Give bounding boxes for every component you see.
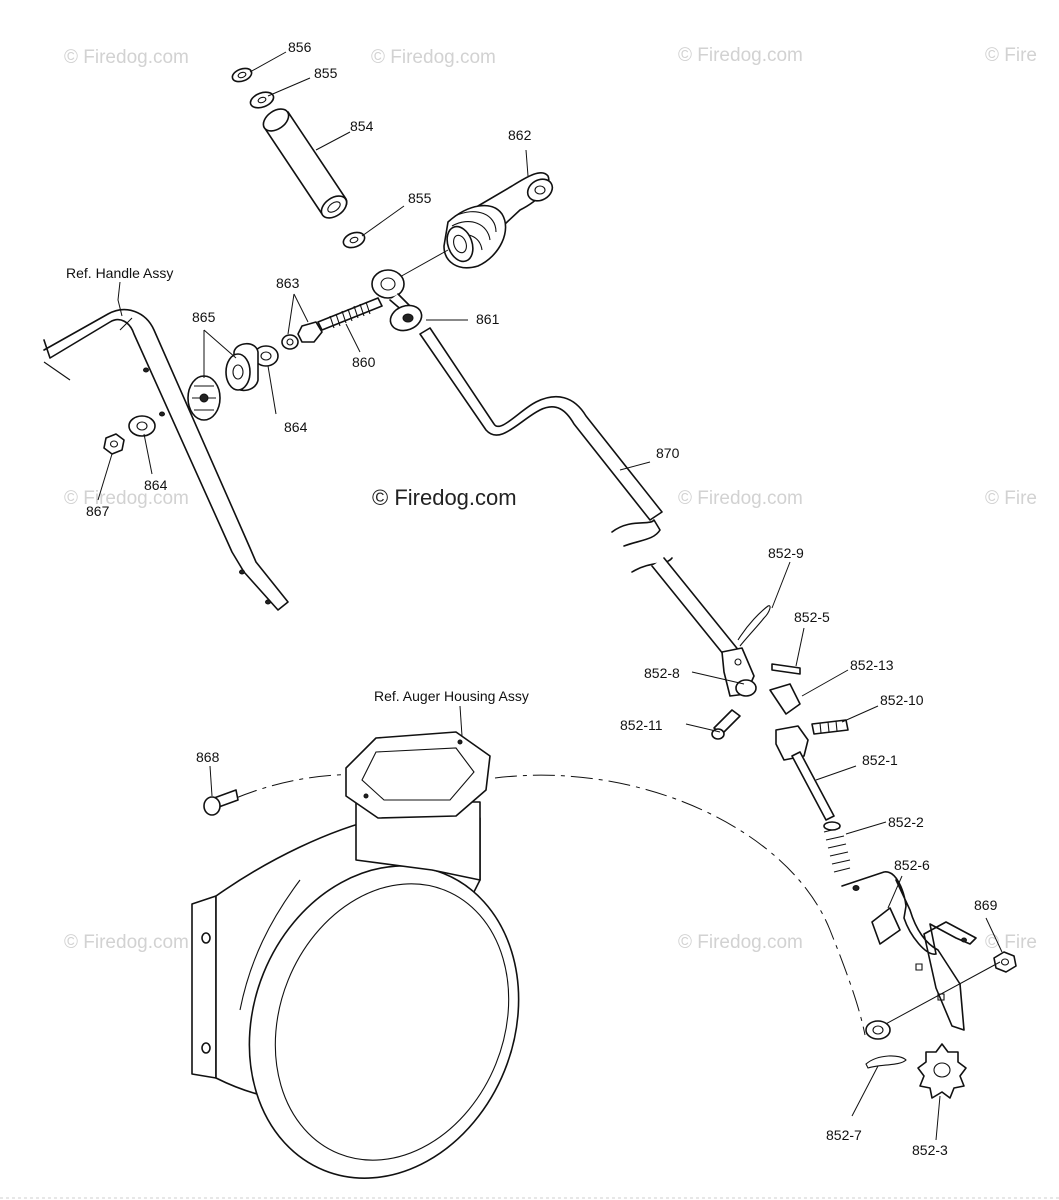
part-852-10-pin	[811, 719, 849, 735]
label-852-7: 852-7	[826, 1127, 862, 1143]
axis-line	[397, 249, 449, 279]
label-864-lower: 864	[144, 477, 168, 493]
label-852-10: 852-10	[880, 692, 924, 708]
label-864-upper: 864	[284, 419, 308, 435]
label-852-9: 852-9	[768, 545, 804, 561]
washer-lower-right	[865, 1020, 891, 1040]
watermark-tile: © Fire	[985, 488, 1037, 509]
watermark-tile: © Firedog.com	[371, 47, 496, 68]
part-852-2-spring	[823, 821, 851, 873]
label-855-top: 855	[314, 65, 338, 81]
handle-assembly	[43, 308, 289, 611]
part-852-13-clip	[769, 683, 801, 715]
watermark-tile: © Firedog.com	[678, 45, 803, 66]
label-855-mid: 855	[408, 190, 432, 206]
axis-line-lower	[881, 961, 1001, 1027]
watermark-tile: © Fire	[985, 45, 1037, 66]
part-852-6-bracket	[841, 871, 977, 1031]
watermark-tile: © Firedog.com	[678, 488, 803, 509]
part-labels: 856 855 854 862 855 Ref. Handle Assy 863…	[66, 39, 998, 1158]
label-852-6: 852-6	[894, 857, 930, 873]
part-864-washer-lower	[128, 415, 156, 437]
watermark-tile: © Firedog.com	[64, 932, 189, 953]
auger-housing	[191, 731, 520, 1179]
label-868: 868	[196, 749, 220, 765]
part-852-9-hairpin	[737, 605, 771, 647]
label-852-3: 852-3	[912, 1142, 948, 1158]
part-869-nut	[993, 951, 1017, 973]
part-856-nut	[231, 67, 253, 83]
part-852-3-star-knob	[917, 1043, 967, 1099]
part-861-bushing	[389, 304, 423, 332]
part-862-rod-end	[443, 171, 554, 269]
label-852-1: 852-1	[862, 752, 898, 768]
part-852-7-hairpin	[865, 1055, 907, 1069]
label-870: 870	[656, 445, 680, 461]
part-865-pivot-lower	[187, 375, 221, 421]
part-855-washer-mid	[342, 231, 366, 249]
label-862: 862	[508, 127, 532, 143]
part-852-8-clevis	[721, 647, 757, 697]
label-867: 867	[86, 503, 110, 519]
label-852-8: 852-8	[644, 665, 680, 681]
watermark-tile: © Firedog.com	[678, 932, 803, 953]
watermark-tile: © Firedog.com	[64, 488, 189, 509]
label-854: 854	[350, 118, 374, 134]
part-867-nut	[103, 433, 125, 455]
label-852-13: 852-13	[850, 657, 894, 673]
part-863-nuts	[281, 321, 323, 350]
label-856: 856	[288, 39, 312, 55]
label-861: 861	[476, 311, 500, 327]
label-ref-auger-housing-assy: Ref. Auger Housing Assy	[374, 688, 529, 704]
part-868-bolt	[203, 789, 239, 816]
part-852-5-cotter-pin	[771, 663, 801, 675]
label-863: 863	[276, 275, 300, 291]
part-854-spacer-tube	[262, 108, 348, 219]
leader-lines	[97, 51, 1003, 1141]
watermark-main: © Firedog.com	[372, 485, 517, 510]
part-870-control-rod	[419, 327, 741, 661]
label-852-2: 852-2	[888, 814, 924, 830]
watermark-tile: © Firedog.com	[64, 47, 189, 68]
part-852-11-bolt	[711, 709, 741, 740]
watermark-tile: © Fire	[985, 932, 1037, 953]
label-ref-handle-assy: Ref. Handle Assy	[66, 265, 173, 281]
part-855-washer-top	[249, 91, 275, 109]
label-852-11: 852-11	[620, 717, 663, 733]
part-860-threaded-rod	[317, 297, 383, 331]
label-852-5: 852-5	[794, 609, 830, 625]
label-860: 860	[352, 354, 376, 370]
part-852-1-yoke-rod	[775, 725, 835, 821]
label-869: 869	[974, 897, 998, 913]
label-865: 865	[192, 309, 216, 325]
part-865-pivot-upper	[225, 342, 259, 392]
